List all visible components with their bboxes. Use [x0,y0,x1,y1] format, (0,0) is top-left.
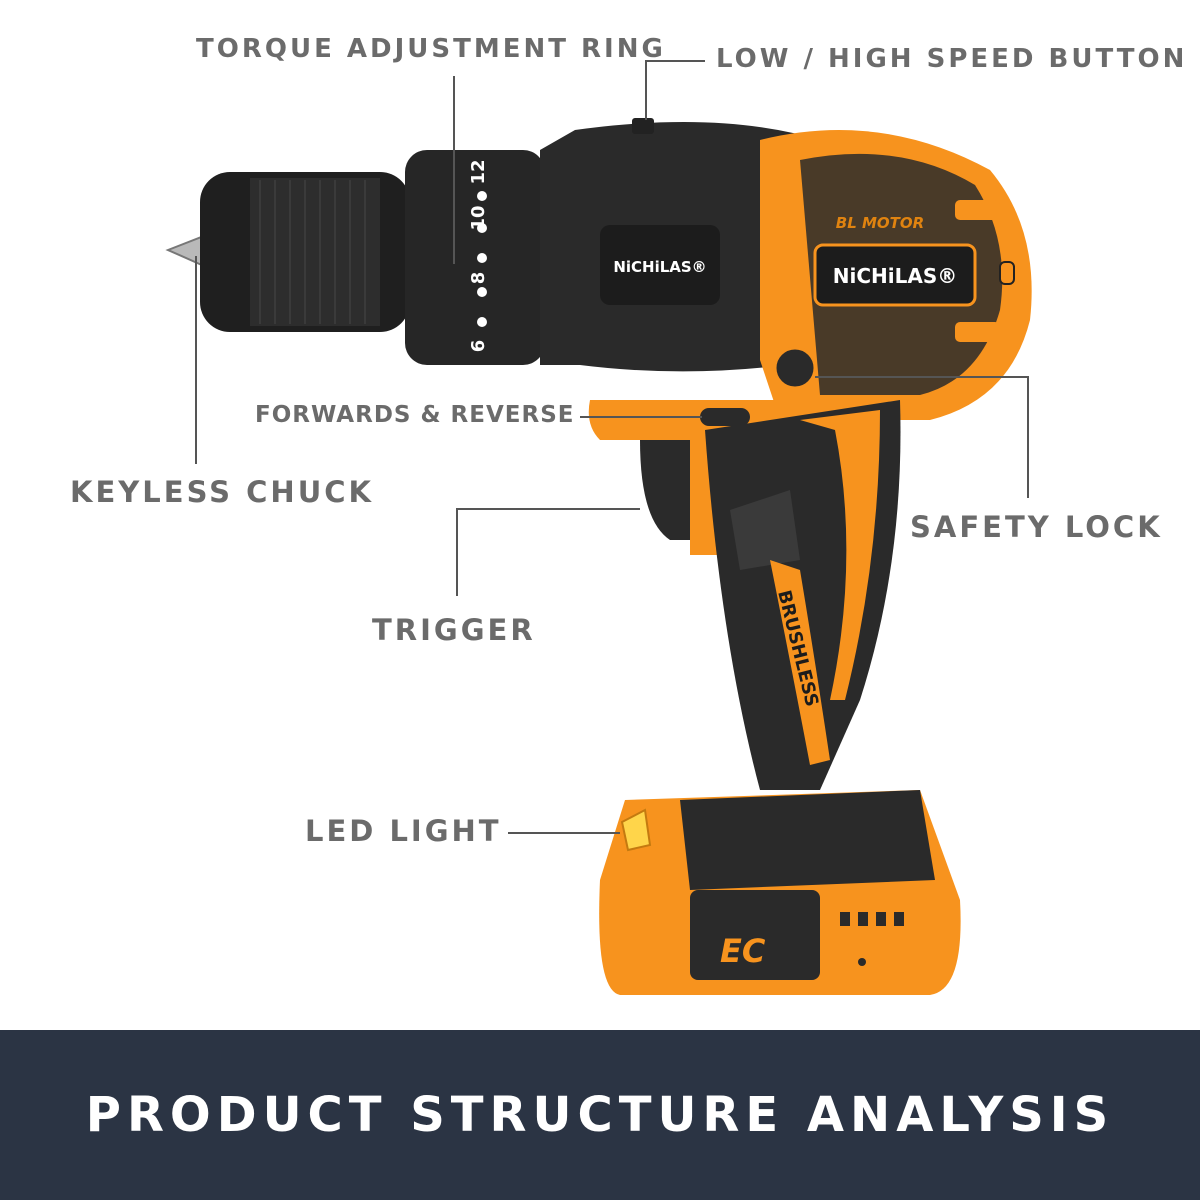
leader-forward-reverse [580,416,702,418]
callout-led-light: LED LIGHT [305,814,502,848]
motor-logo: NiCHiLAS® [833,264,958,288]
led-light [620,808,652,852]
callout-speed-button: LOW / HIGH SPEED BUTTON [716,44,1188,74]
leader-led-light [508,832,620,834]
leader-speed-button-drop [645,60,647,120]
banner-title: PRODUCT STRUCTURE ANALYSIS [85,1087,1115,1143]
housing-logo: NiCHiLAS® [613,258,706,276]
chuck-tip [165,234,205,268]
leader-safety-lock [815,376,1028,378]
direction-selector [700,408,750,426]
torque-number-6: 6 [468,340,489,353]
title-banner: PRODUCT STRUCTURE ANALYSIS [0,1030,1200,1200]
leader-speed-button [645,60,705,62]
callout-keyless-chuck: KEYLESS CHUCK [70,475,374,509]
diagram-stage: 12 10 8 6 NiCHiLAS® NiCHiLAS® BL MOTOR B… [70,34,1188,995]
torque-number-12: 12 [468,159,489,184]
torque-ring [405,150,545,365]
leader-trigger [456,508,640,510]
callout-trigger: TRIGGER [372,613,536,647]
safety-lock-button [773,346,817,390]
torque-number-10: 10 [468,205,489,230]
rear-vent [999,261,1015,285]
drill-illustration: 12 10 8 6 NiCHiLAS® NiCHiLAS® BL MOTOR B… [165,118,1032,995]
speed-switch [632,118,654,134]
leader-torque-ring [453,76,455,264]
motor-logo-plate [813,243,977,307]
leader-safety-lock-drop [1027,376,1029,498]
leader-keyless-chuck [195,256,197,464]
torque-number-8: 8 [468,272,489,285]
callout-torque-ring: TORQUE ADJUSTMENT RING [196,34,666,64]
callout-forward-reverse: FORWARDS & REVERSE [255,402,575,428]
housing-logo-plate [600,225,720,305]
callout-safety-lock: SAFETY LOCK [910,510,1163,544]
base-badge: EC [720,932,766,970]
motor-badge: BL MOTOR [836,214,924,232]
leader-trigger-drop [456,508,458,596]
